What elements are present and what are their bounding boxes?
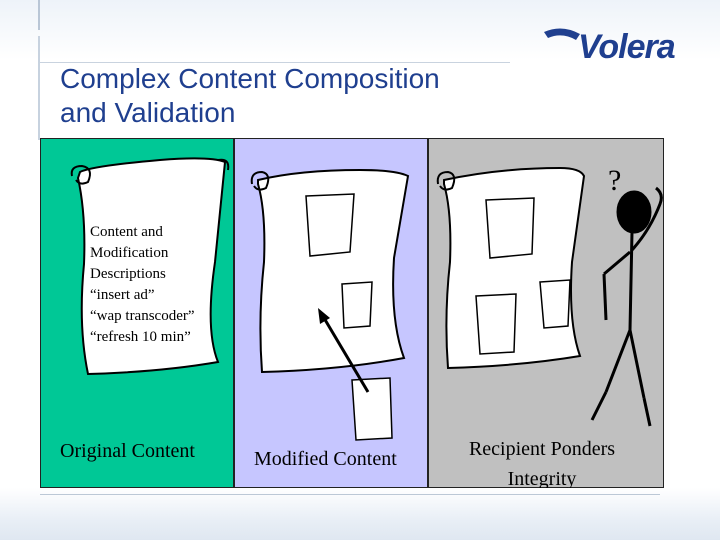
description-line: “wap transcoder” [90,308,195,324]
scroll-icon [475,197,571,355]
modified-content-label: Modified Content [254,448,397,470]
recipient-label-line-2: Integrity [507,468,577,490]
scroll-icon [305,193,393,441]
decorative-rule [38,0,40,30]
logo-text: Volera [578,28,676,66]
footer-band [0,488,720,540]
description-line: Modification [90,245,169,261]
stick-figure-icon [590,186,663,427]
arrow-icon [318,308,370,393]
decorative-rule [40,494,660,495]
question-mark: ? [608,164,621,197]
recipient-label: Recipient Ponders Integrity [432,434,652,494]
original-content-label: Original Content [60,440,195,462]
modification-descriptions: Content and Modification Descriptions “i… [90,222,195,348]
description-line: Content and [90,224,163,240]
title-line-1: Complex Content Composition [60,63,440,94]
decorative-rule [38,36,40,140]
scroll-icon [70,157,230,376]
description-line: “refresh 10 min” [90,329,191,345]
recipient-label-line-1: Recipient Ponders [468,438,616,460]
title-line-2: and Validation [60,97,236,128]
description-line: Descriptions [90,266,166,282]
volera-logo-icon [544,28,580,40]
decorative-rule [40,62,510,63]
description-line: “insert ad” [90,287,155,303]
page-title: Complex Content Composition and Validati… [60,62,440,130]
header-band [0,0,720,60]
